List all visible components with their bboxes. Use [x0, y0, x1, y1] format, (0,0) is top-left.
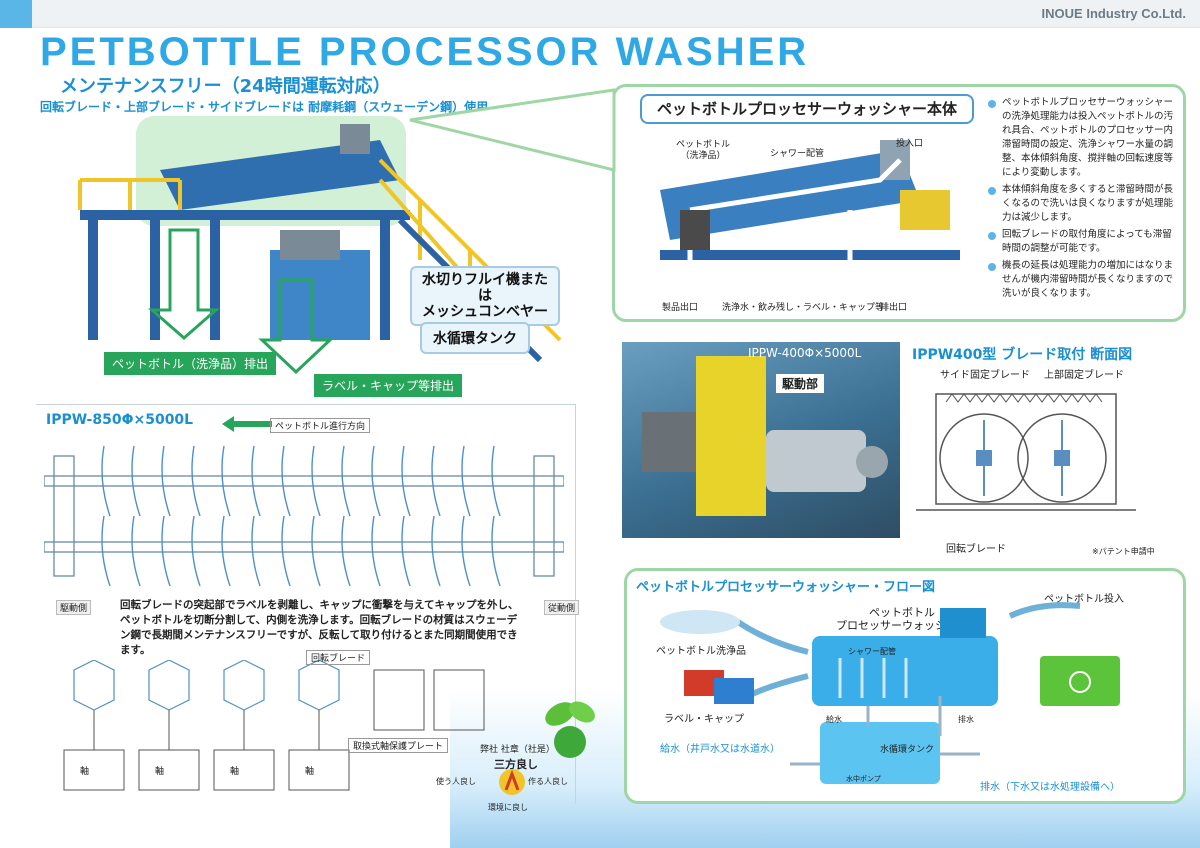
flow-machine-name: ペットボトル プロセッサーウォッシャー — [836, 606, 968, 632]
shaft-drawing — [44, 445, 564, 587]
callout-tank: 水循環タンク — [420, 322, 530, 354]
machine-photo — [78, 116, 562, 375]
flow-drain: 排水 — [958, 715, 974, 724]
tag-bottle-out: ペットボトル（洗浄品）排出 — [104, 352, 277, 375]
sanpo-line2: 三方良し — [494, 758, 538, 771]
label-bottle-line2: （洗浄品） — [680, 151, 726, 161]
shaft-label-2: 軸 — [155, 767, 165, 777]
callout-dewater-line1: 水切りフルイ機または — [422, 272, 548, 304]
blade-section-diagram — [916, 393, 1136, 511]
shaft-label-3: 軸 — [230, 767, 240, 777]
drive-model: IPPW-400Φ×5000L — [748, 346, 862, 360]
label-shower: シャワー配管 — [770, 149, 825, 159]
callout-dewater-line2: メッシュコンベヤー — [422, 304, 548, 320]
drive-photo — [622, 342, 900, 538]
label-inlet: 投入口 — [896, 139, 924, 149]
label-product-out: 製品出口 — [662, 303, 699, 313]
flow-input: ペットボトル投入 — [1044, 594, 1124, 605]
label-top-blade: 上部固定ブレード — [1044, 370, 1124, 381]
direction-label: ペットボトル進行方向 — [270, 418, 371, 433]
flow-water-out: 排水（下水又は水処理設備へ） — [980, 782, 1120, 793]
driven-side-label: 従動側 — [544, 600, 580, 615]
body-bullets: ペットボトルプロッセサーウォッシャーの洗浄処理能力は投入ペットボトルの汚れ具合、… — [988, 96, 1178, 304]
label-bottle-line1: ペットボトル — [676, 140, 731, 150]
flow-tank: 水循環タンク — [880, 745, 935, 755]
label-rotor-blade: 回転ブレード — [946, 544, 1006, 555]
flow-pump: 水中ポンプ — [846, 775, 881, 783]
panel-pointer — [409, 88, 616, 172]
flow-shower: シャワー配管 — [848, 647, 896, 656]
label-wash-water: 洗浄水・飲み残し・ラベル・キャップ等 — [722, 303, 885, 313]
direction-arrow — [222, 416, 272, 432]
body-illustration — [660, 140, 960, 270]
page-subtitle: メンテナンスフリー（24時間運転対応） — [60, 76, 391, 97]
eco-leaf-icon — [545, 701, 595, 758]
sanpo-right: 作る人良し — [528, 777, 568, 786]
shaft-label-1: 軸 — [80, 767, 90, 777]
top-bar — [0, 0, 1200, 28]
flow-machine-name-line1: ペットボトル — [869, 606, 935, 619]
shaft-model: IPPW-850Φ×5000L — [46, 412, 194, 428]
company-name: INOUE Industry Co.Ltd. — [1041, 6, 1186, 21]
flow-title: ペットボトルプロセッサーウォッシャー・フロー図 — [636, 580, 936, 595]
flow-washed: ペットボトル洗浄品 — [656, 646, 746, 657]
drive-label: 駆動部 — [776, 374, 825, 393]
blade-detail-drawings — [63, 660, 485, 791]
label-side-blade: サイド固定ブレード — [940, 370, 1030, 381]
top-bar-accent — [0, 0, 32, 28]
bullet-item: 回転ブレードの取付角度によっても滞留時間の調整が可能です。 — [988, 228, 1178, 256]
page-title: PETBOTTLE PROCESSOR WASHER — [40, 30, 810, 74]
callout-dewater: 水切りフルイ機または メッシュコンベヤー — [410, 266, 560, 326]
label-bottle: ペットボトル （洗浄品） — [676, 140, 730, 162]
body-panel-title: ペットボトルプロッセサーウォッシャー本体 — [640, 94, 974, 124]
blade-section-title: IPPW400型 ブレード取付 断面図 — [912, 347, 1133, 363]
flow-feed: 給水 — [826, 715, 842, 724]
rotor-blade-callout: 回転ブレード — [306, 650, 371, 665]
sanpo-line1: 弊社 社章（社是） — [480, 745, 555, 755]
label-drain-out: 排出口 — [880, 303, 908, 313]
sanpo-logo-icon — [499, 769, 525, 795]
material-note: 回転ブレード・上部ブレード・サイドブレードは 耐摩耗鋼（スウェーデン鋼）使用 — [40, 100, 489, 114]
drive-illustration — [642, 356, 888, 516]
flow-diagram — [660, 602, 1120, 784]
bullet-item: 本体傾斜角度を多くすると滞留時間が長くなるので洗いは良くなりますが処理能力は減少… — [988, 183, 1178, 225]
bullet-item: ペットボトルプロッセサーウォッシャーの洗浄処理能力は投入ペットボトルの汚れ具合、… — [988, 96, 1178, 180]
bullet-item: 機長の延長は処理能力の増加にはなりませんが機内滞留時間が長くなりますので洗いが良… — [988, 259, 1178, 301]
tag-label-out: ラベル・キャップ等排出 — [314, 374, 463, 397]
sanpo-bottom: 環境に良し — [488, 803, 528, 812]
flow-water-supply: 給水（井戸水又は水道水） — [660, 744, 780, 755]
drive-side-label: 駆動側 — [56, 600, 92, 615]
flow-machine-name-line2: プロセッサーウォッシャー — [836, 619, 968, 632]
patent-note: ※パテント申請中 — [1092, 547, 1155, 556]
sanpo-left: 使う人良し — [436, 777, 476, 786]
shaft-description: 回転ブレードの突起部でラベルを剥離し、キャップに衝撃を与えてキャップを外し、ペッ… — [120, 599, 519, 656]
guard-plate-callout: 取換式軸保護プレート — [348, 738, 449, 753]
flow-labels-caps: ラベル・キャップ — [664, 714, 744, 725]
shaft-label-4: 軸 — [305, 767, 315, 777]
